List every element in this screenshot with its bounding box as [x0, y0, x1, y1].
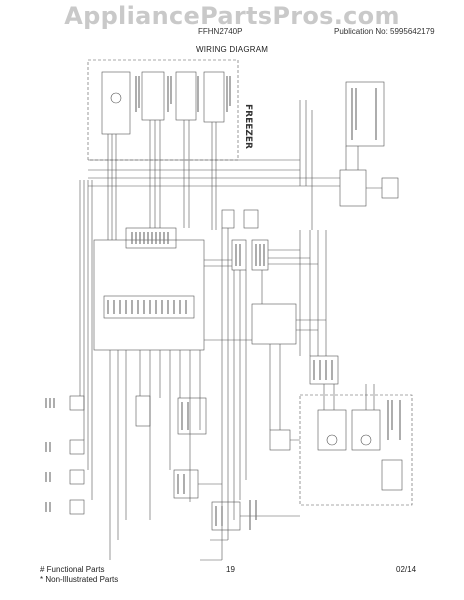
- middle-connector-block: [251, 303, 297, 345]
- non-illustrated-parts-note: * Non-Illustrated Parts: [40, 575, 119, 584]
- control-board-inner-connector: [103, 295, 195, 319]
- fan-motor-lower: [326, 434, 338, 446]
- ice-maker-box: [317, 409, 347, 451]
- wire-bundle-lower-horizontal: [198, 439, 300, 561]
- harness-connector-a: [231, 239, 247, 271]
- left-aux-labels: [45, 398, 55, 512]
- freezer-component-labels: [135, 76, 231, 112]
- lower-light-box: [177, 397, 207, 435]
- aux-connector-j4: [69, 499, 85, 515]
- upper-connector-right: [243, 209, 259, 229]
- fan-motor-symbol: [110, 92, 122, 104]
- water-valve-box: [351, 409, 381, 451]
- wire-bundle-right-module: [299, 100, 382, 230]
- site-watermark: AppliancePartsPros.com: [64, 2, 400, 30]
- connector-stack-labels: [235, 244, 265, 266]
- diagram-title: WIRING DIAGRAM: [196, 45, 269, 54]
- revision-date: 02/14: [396, 565, 417, 574]
- board-inner-pin-labels: [107, 300, 187, 314]
- compressor-connector-box: [339, 169, 367, 207]
- wire-bundle-top-horizontal: [88, 159, 340, 187]
- wire-bundle-board-down: [109, 350, 201, 560]
- user-interface-connector: [135, 395, 151, 427]
- inverter-board-labels: [351, 88, 377, 140]
- wire-bundle-freezer-board: [107, 120, 217, 240]
- fresh-food-labels: [313, 360, 401, 440]
- defrost-heater-box: [141, 71, 165, 121]
- wire-layer: [69, 59, 413, 561]
- model-number: FFHN2740P: [198, 27, 243, 36]
- board-pin-labels: [131, 232, 169, 244]
- freezer-compartment-outline: [87, 59, 239, 161]
- valve-coil-lower: [360, 434, 372, 446]
- aux-connector-j1: [69, 395, 85, 411]
- wire-bundle-mid-horizontal: [204, 249, 326, 341]
- wire-bundle-mid-right: [221, 228, 281, 560]
- publication-number: Publication No: 5995642179: [334, 27, 435, 36]
- fresh-food-compartment-outline: [299, 394, 413, 506]
- damper-box: [203, 71, 225, 123]
- freezer-label: FREEZER: [243, 104, 253, 149]
- right-terminal-block: [381, 177, 399, 199]
- control-board-header-top: [125, 227, 177, 249]
- lower-motor-box: [269, 429, 291, 451]
- evaporator-sensor-box: [175, 71, 197, 121]
- main-control-board: [93, 239, 205, 351]
- aux-connector-j3: [69, 469, 85, 485]
- aux-connector-j2: [69, 439, 85, 455]
- fan-box-lower: [381, 459, 403, 491]
- inverter-board-box: [345, 81, 385, 147]
- wire-bundle-far-right: [299, 230, 375, 410]
- upper-connector-left: [221, 209, 235, 229]
- harness-connector-b: [251, 239, 269, 271]
- functional-parts-note: # Functional Parts: [40, 565, 105, 574]
- page-number: 19: [226, 565, 235, 574]
- lower-component-labels: [177, 402, 257, 530]
- wire-bundle-left-run: [79, 180, 93, 500]
- label-tick-layer: [45, 76, 401, 530]
